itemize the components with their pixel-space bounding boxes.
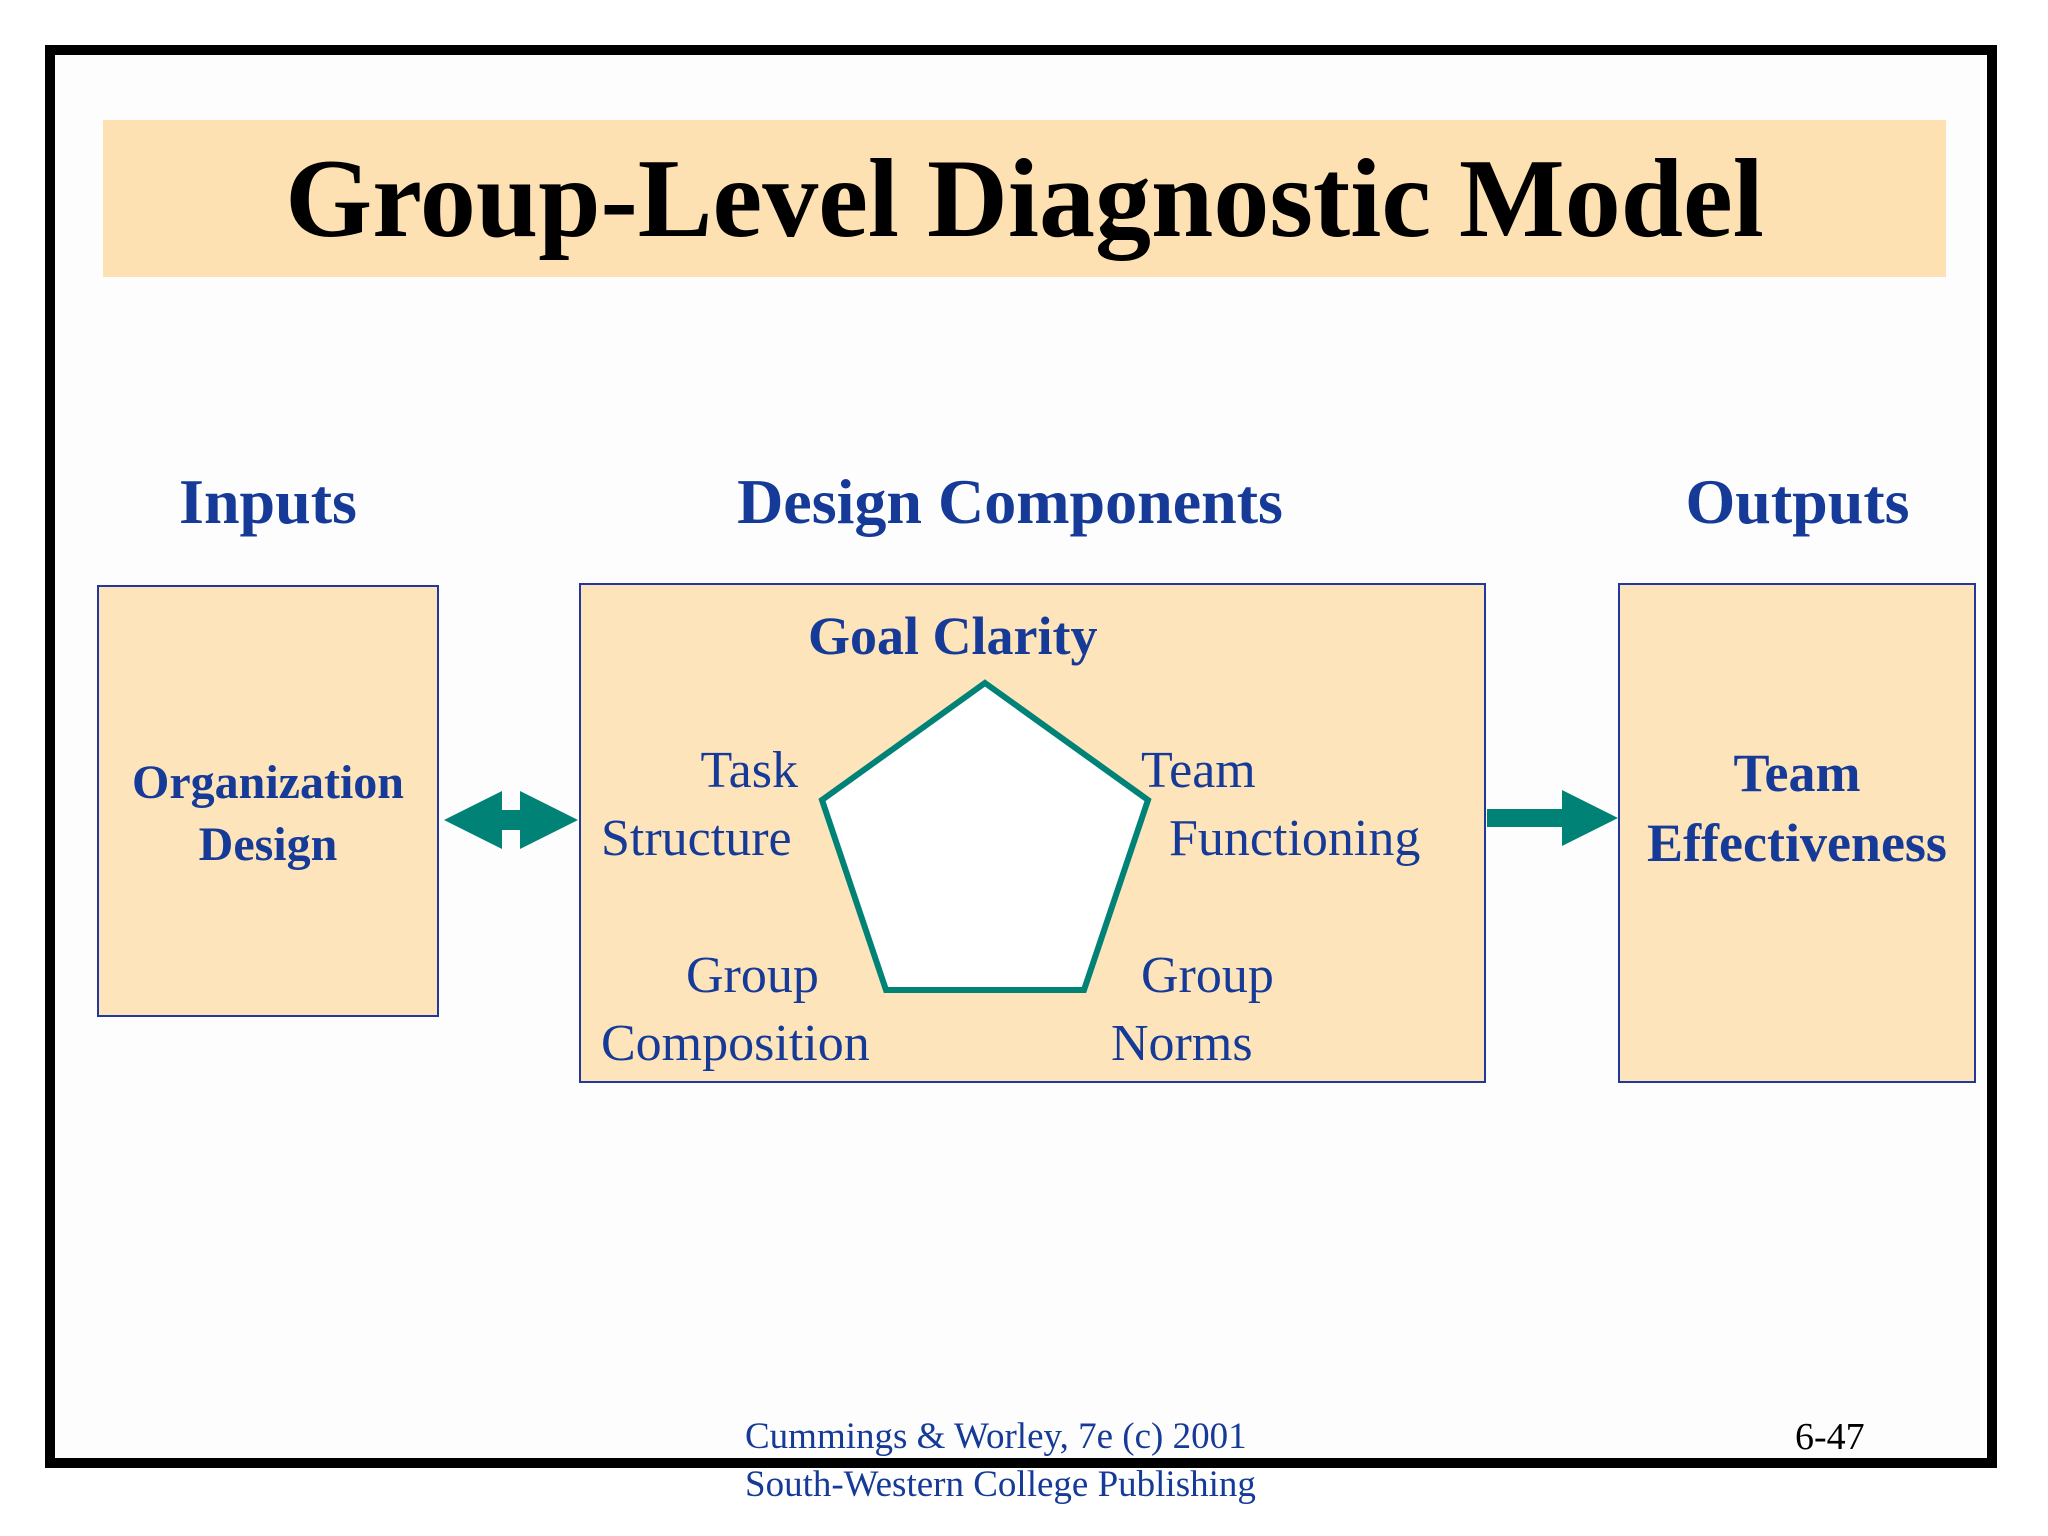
task-line-1: Task bbox=[700, 742, 798, 799]
slide-title: Group-Level Diagnostic Model bbox=[285, 136, 1764, 261]
design-pentagon bbox=[818, 679, 1152, 993]
team-line-2: Functioning bbox=[1169, 810, 1421, 867]
team-functioning-label: Team Functioning bbox=[1141, 737, 1420, 873]
footer-line-2: South-Western College Publishing bbox=[745, 1464, 1256, 1505]
group-norms-label: Group Norms bbox=[1111, 942, 1274, 1078]
outputs-line-2: Effectiveness bbox=[1647, 813, 1947, 874]
title-band: Group-Level Diagnostic Model bbox=[103, 120, 1946, 277]
page-number: 6-47 bbox=[1795, 1416, 1865, 1458]
double-arrow-icon bbox=[444, 791, 578, 849]
norms-line-2: Norms bbox=[1111, 1015, 1253, 1072]
outputs-line-1: Team bbox=[1733, 743, 1861, 803]
task-structure-label: Task Structure bbox=[601, 737, 798, 873]
team-line-1: Team bbox=[1141, 742, 1256, 799]
inputs-heading: Inputs bbox=[179, 466, 357, 537]
team-effectiveness-label: Team Effectiveness bbox=[1620, 738, 1974, 878]
inputs-box: Organization Design bbox=[97, 585, 439, 1017]
right-arrow-icon bbox=[1487, 790, 1618, 846]
group-composition-label: Group Composition bbox=[601, 942, 870, 1078]
task-line-2: Structure bbox=[601, 810, 792, 867]
inputs-line-1: Organization bbox=[132, 756, 404, 809]
norms-line-1: Group bbox=[1141, 947, 1274, 1004]
inputs-line-2: Design bbox=[198, 818, 338, 872]
organization-design-label: Organization Design bbox=[99, 752, 437, 877]
goal-clarity-label: Goal Clarity bbox=[808, 606, 1098, 666]
composition-line-1: Group bbox=[686, 947, 819, 1004]
footer-citation: Cummings & Worley, 7e (c) 2001 South-Wes… bbox=[745, 1413, 1256, 1509]
footer-line-1: Cummings & Worley, 7e (c) 2001 bbox=[745, 1416, 1247, 1457]
design-components-heading: Design Components bbox=[737, 466, 1283, 537]
outputs-box: Team Effectiveness bbox=[1618, 583, 1976, 1083]
composition-line-2: Composition bbox=[601, 1015, 870, 1072]
outputs-heading: Outputs bbox=[1685, 466, 1910, 537]
